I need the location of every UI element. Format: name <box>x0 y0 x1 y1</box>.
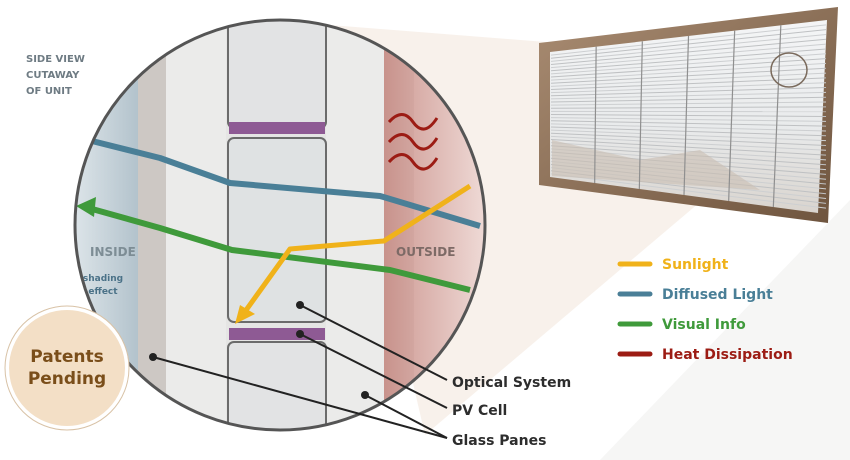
outside-label: OUTSIDE <box>396 245 455 259</box>
blind-slat <box>550 126 827 137</box>
blind-slat <box>550 106 827 109</box>
side-view-line1: SIDE VIEW <box>26 54 85 65</box>
patents-pending-badge: Patents Pending <box>4 305 130 431</box>
legend-label: Diffused Light <box>662 287 773 303</box>
blind-slat <box>550 142 827 161</box>
blind-slat <box>550 123 827 132</box>
magnified-spot <box>770 52 808 88</box>
side-view-label: SIDE VIEW CUTAWAY OF UNIT <box>26 54 85 97</box>
legend-label: Sunlight <box>662 257 729 273</box>
legend-label: Visual Info <box>662 317 746 333</box>
pv-cell-top <box>229 122 325 134</box>
blind-slat <box>550 132 827 146</box>
window-mullion <box>728 30 736 202</box>
blind-slat <box>550 58 827 78</box>
window-mullion <box>594 46 597 184</box>
legend-label: Heat Dissipation <box>662 347 793 363</box>
blind-slat <box>550 135 827 151</box>
blind-slat <box>550 101 827 106</box>
sunlight-arrowhead <box>235 305 255 324</box>
callout-lines <box>152 304 448 439</box>
optical-module <box>227 137 327 323</box>
blind-slat <box>550 173 827 209</box>
blind-slat <box>550 96 827 103</box>
optical-system-label: Optical System <box>452 375 571 391</box>
blind-slat <box>550 129 827 142</box>
pv-cell-bottom <box>229 328 325 340</box>
optical-module-bottom <box>227 341 327 430</box>
side-view-line3: OF UNIT <box>26 86 72 97</box>
window-unit <box>539 7 838 223</box>
inside-label: INSIDE <box>90 245 136 259</box>
cross-section-border <box>73 18 487 432</box>
diffused-light-path <box>79 135 481 229</box>
blind-slat <box>550 117 827 122</box>
blind-slat <box>550 67 827 84</box>
window-shading-region <box>552 140 760 190</box>
visual-info-path <box>84 204 471 293</box>
blind-slat <box>550 53 827 75</box>
sunlight-path <box>241 183 472 315</box>
window-mullion <box>638 41 643 190</box>
badge-line2: Pending <box>28 369 106 389</box>
window-mullion <box>683 35 690 196</box>
blind-slat <box>550 114 827 117</box>
blind-slat <box>550 62 827 81</box>
badge-line1: Patents <box>30 347 103 367</box>
shading-effect-line1: shading <box>83 274 123 284</box>
blind-slat <box>550 120 827 127</box>
side-view-line2: CUTAWAY <box>26 70 80 81</box>
pv-cell-label: PV Cell <box>452 403 507 419</box>
blind-slat <box>550 139 827 156</box>
blind-slat <box>550 72 827 87</box>
blind-slat <box>550 87 827 97</box>
blind-slat <box>550 77 827 90</box>
heat-dissipation-waves <box>387 113 439 171</box>
shading-effect-line2: effect <box>88 287 118 297</box>
blind-slat <box>550 91 827 100</box>
visual-info-arrowhead <box>76 197 96 217</box>
glass-panes-label: Glass Panes <box>452 433 546 449</box>
